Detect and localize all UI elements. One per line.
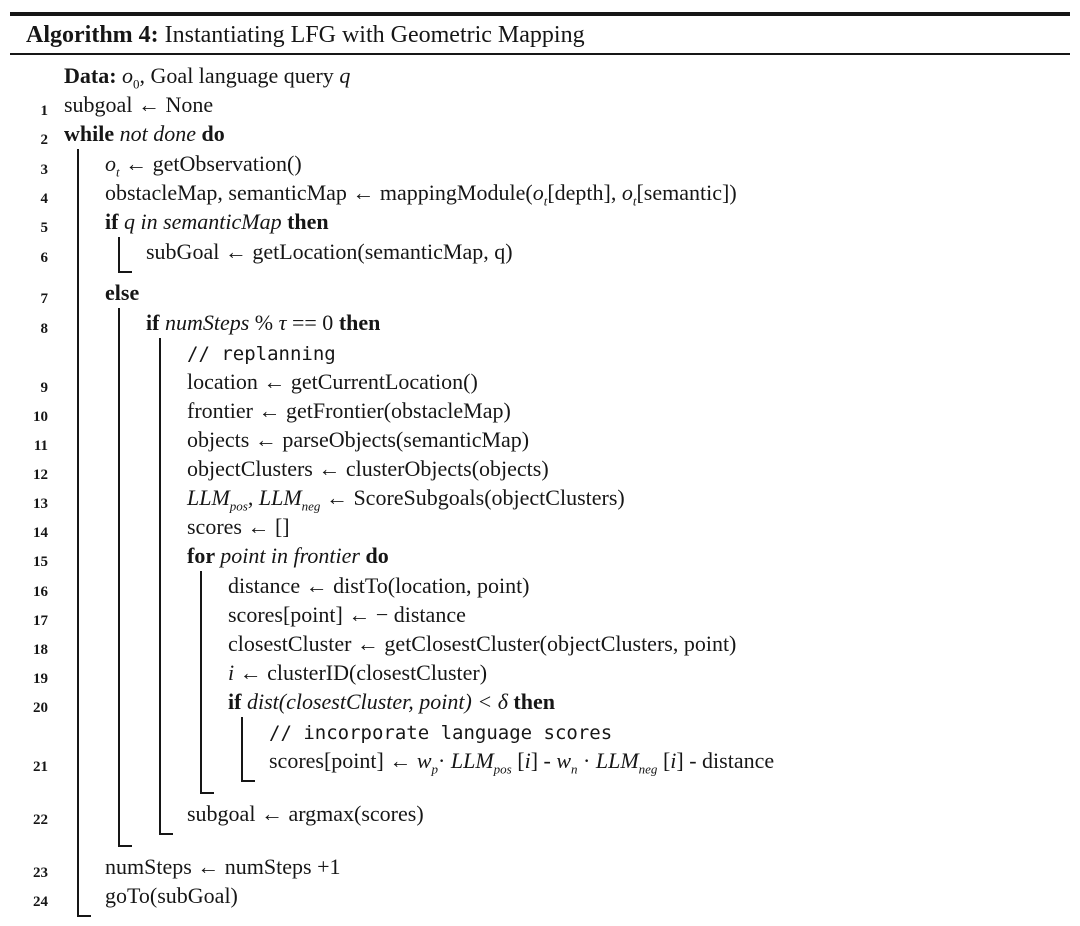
line-number: 13	[33, 496, 48, 512]
line-code: objects ← parseObjects(semanticMap)	[187, 427, 530, 452]
line-code: obstacleMap, semanticMap ← mappingModule…	[105, 180, 737, 209]
line-number: 3	[40, 162, 49, 178]
line-code: closestCluster ← getClosestCluster(objec…	[228, 631, 737, 656]
line-code: ot ← getObservation()	[105, 151, 302, 180]
algo-line-22: 22 subgoal ← argmax(scores)	[33, 799, 1070, 828]
algo-line-18: 18 closestCluster ← getClosestCluster(obj…	[33, 629, 1070, 658]
line-code: for point in frontier do	[187, 543, 389, 568]
algo-data-line: Data: o0, Goal language query q	[64, 61, 1070, 90]
line-code: while not done do	[64, 121, 225, 146]
line-code: scores[point] ← wp· LLMpos [i] - wn · LL…	[269, 748, 775, 777]
if-semanticmap-block: 6 subGoal ← getLocation(semanticMap, q)	[41, 237, 1070, 273]
algorithm-title-text: Instantiating LFG with Geometric Mapping	[158, 22, 585, 48]
else-block: 8 if numSteps % τ == 0 then // replanning…	[33, 308, 1070, 847]
algo-line-6: 6 subGoal ← getLocation(semanticMap, q)	[41, 237, 1070, 266]
line-code: if dist(closestCluster, point) < δ then	[228, 689, 555, 714]
line-number: 1	[40, 103, 49, 119]
line-number: 7	[40, 291, 49, 307]
algo-line-19: 19 i ← clusterID(closestCluster)	[33, 658, 1070, 687]
line-code: scores ← []	[187, 514, 290, 539]
algo-line-10: 10 frontier ← getFrontier(obstacleMap)	[33, 396, 1070, 425]
algo-line-7: 7 else	[41, 278, 1070, 307]
if-numsteps-block: // replanning 9 location ← getCurrentLoca…	[33, 338, 1070, 835]
line-number: 9	[40, 380, 49, 396]
line-number: 5	[40, 220, 49, 236]
line-code: subgoal ← argmax(scores)	[187, 801, 424, 826]
algo-line-16: 16 distance ← distTo(location, point)	[33, 571, 1070, 600]
while-block: 3 ot ← getObservation() 4 obstacleMap, sem…	[33, 149, 1070, 917]
line-number: 17	[33, 613, 48, 629]
title-separator-rule	[10, 53, 1070, 55]
block-end-hook	[202, 787, 214, 794]
algo-line-17: 17 scores[point] ← − distance	[33, 600, 1070, 629]
line-number: 16	[33, 584, 48, 600]
line-number: 11	[33, 438, 48, 454]
block-end-hook	[120, 266, 132, 273]
line-code: location ← getCurrentLocation()	[187, 369, 478, 394]
line-code: goTo(subGoal)	[105, 883, 238, 908]
line-number: 20	[33, 700, 48, 716]
block-end-hook	[79, 910, 91, 917]
line-number: 10	[33, 409, 48, 425]
algo-line-12: 12 objectClusters ← clusterObjects(object…	[33, 454, 1070, 483]
algo-comment-language-scores: // incorporate language scores	[269, 717, 1070, 746]
algo-line-24: 24 goTo(subGoal)	[33, 881, 1070, 910]
line-code: frontier ← getFrontier(obstacleMap)	[187, 398, 511, 423]
line-number: 24	[33, 894, 48, 910]
algo-line-5: 5 if q in semanticMap then	[41, 207, 1070, 236]
line-number: 19	[33, 671, 48, 687]
line-code: Data: o0, Goal language query q	[64, 63, 351, 92]
line-code: scores[point] ← − distance	[228, 602, 466, 627]
algo-line-1: 1 subgoal ← None	[41, 90, 1070, 119]
algo-line-14: 14 scores ← []	[33, 512, 1070, 541]
line-number: 18	[33, 642, 48, 658]
algo-line-3: 3 ot ← getObservation()	[41, 149, 1070, 180]
algo-line-13: 13 LLMpos, LLMneg ← ScoreSubgoals(objectC…	[33, 483, 1070, 514]
line-number: 6	[40, 250, 49, 266]
line-number: 4	[40, 191, 49, 207]
line-code: LLMpos, LLMneg ← ScoreSubgoals(objectClu…	[187, 485, 625, 514]
algo-comment-replanning: // replanning	[187, 338, 1070, 367]
algo-line-21: 21 scores[point] ← wp· LLMpos [i] - wn · …	[33, 746, 1070, 777]
algo-line-4: 4 obstacleMap, semanticMap ← mappingModul…	[41, 178, 1070, 209]
line-number: 14	[33, 525, 48, 541]
line-code: objectClusters ← clusterObjects(objects)	[187, 456, 549, 481]
algorithm-title: Algorithm 4: Instantiating LFG with Geom…	[10, 16, 1070, 53]
for-block: 16 distance ← distTo(location, point) 17 s…	[33, 571, 1070, 794]
block-end-hook	[243, 775, 255, 782]
algo-line-11: 11 objects ← parseObjects(semanticMap)	[34, 425, 1070, 454]
line-number: 8	[40, 321, 49, 337]
algo-line-20: 20 if dist(closestCluster, point) < δ the…	[33, 687, 1070, 716]
block-end-hook	[120, 840, 132, 847]
line-number: 2	[40, 132, 49, 148]
line-code: // replanning	[187, 343, 336, 365]
line-number: 23	[33, 865, 48, 881]
algo-line-9: 9 location ← getCurrentLocation()	[41, 367, 1070, 396]
line-code: subGoal ← getLocation(semanticMap, q)	[146, 239, 513, 264]
algo-line-8: 8 if numSteps % τ == 0 then	[41, 308, 1070, 337]
line-code: numSteps ← numSteps +1	[105, 854, 341, 879]
line-code: else	[105, 280, 140, 305]
line-code: i ← clusterID(closestCluster)	[228, 660, 488, 685]
algo-line-2: 2 while not done do	[41, 119, 1070, 148]
line-code: if q in semanticMap then	[105, 209, 329, 234]
algorithm-number-label: Algorithm 4:	[26, 22, 159, 48]
line-code: // incorporate language scores	[269, 722, 613, 744]
line-code: subgoal ← None	[64, 92, 214, 117]
line-number: 15	[33, 554, 48, 570]
if-dist-block: // incorporate language scores 21 scores[…	[33, 717, 1070, 782]
algo-line-23: 23 numSteps ← numSteps +1	[33, 852, 1070, 881]
line-number: 22	[33, 812, 48, 828]
algo-line-15: 15 for point in frontier do	[33, 541, 1070, 570]
top-rule	[10, 12, 1070, 16]
line-code: distance ← distTo(location, point)	[228, 573, 530, 598]
line-number: 21	[33, 759, 48, 775]
block-end-hook	[161, 828, 173, 835]
line-number: 12	[33, 467, 48, 483]
line-code: if numSteps % τ == 0 then	[146, 310, 381, 335]
algorithm-body: Data: o0, Goal language query q 1 subgoal…	[10, 55, 1070, 926]
